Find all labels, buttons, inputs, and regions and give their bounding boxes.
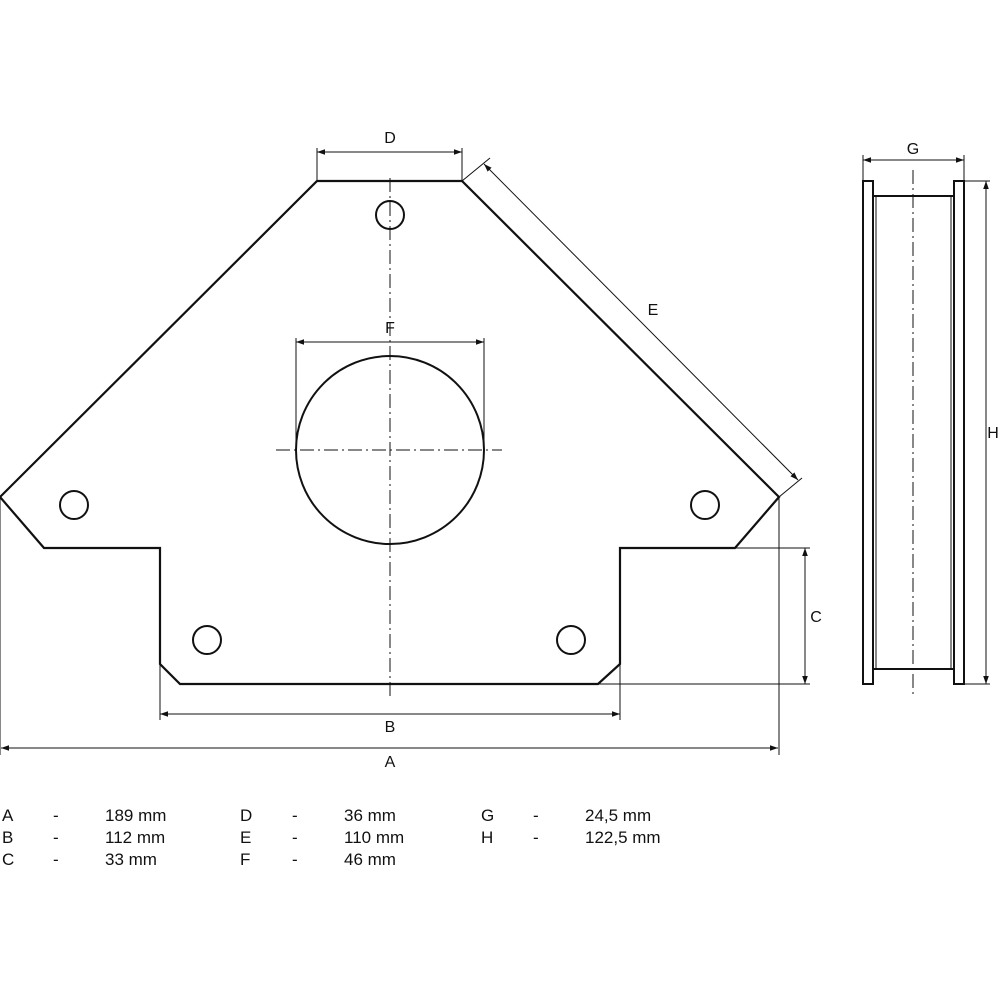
- spec-value: 189 mm: [105, 806, 167, 825]
- side-view: [862, 155, 990, 695]
- spec-letter: D: [240, 806, 253, 825]
- spec-dash: -: [533, 828, 539, 847]
- spec-dash: -: [533, 806, 539, 825]
- label-c: C: [810, 609, 822, 626]
- label-f: F: [385, 320, 395, 337]
- dimension-labels: D F E C B A G H: [384, 130, 999, 771]
- spec-letter: H: [481, 828, 494, 847]
- label-b: B: [385, 719, 396, 736]
- side-plate-left: [862, 180, 874, 685]
- spec-dash: -: [53, 806, 59, 825]
- spec-dash: -: [292, 850, 298, 869]
- spec-dash: -: [292, 806, 298, 825]
- spec-letter: E: [240, 828, 252, 847]
- spec-dash: -: [53, 850, 59, 869]
- dim-e-line: [483, 163, 799, 481]
- spec-value: 33 mm: [105, 850, 157, 869]
- front-view: [0, 178, 781, 700]
- spec-value: 46 mm: [344, 850, 396, 869]
- spec-value: 112 mm: [105, 828, 166, 847]
- mounting-hole-bottom-left: [192, 625, 222, 655]
- label-a: A: [385, 754, 396, 771]
- side-plate-right: [953, 180, 965, 685]
- label-e: E: [648, 302, 659, 319]
- mounting-hole-right: [690, 490, 720, 520]
- mounting-hole-top: [375, 200, 405, 230]
- dimension-lines: [0, 148, 810, 755]
- spec-value: 122,5 mm: [585, 828, 661, 847]
- label-d: D: [384, 130, 396, 147]
- spec-value: 110 mm: [344, 828, 405, 847]
- mounting-hole-left: [59, 490, 89, 520]
- spec-value: 36 mm: [344, 806, 396, 825]
- spec-letter: F: [240, 850, 251, 869]
- spec-letter: A: [2, 806, 14, 825]
- spec-dash: -: [292, 828, 298, 847]
- spec-letter: C: [2, 850, 15, 869]
- label-h: H: [987, 425, 999, 442]
- mounting-hole-bottom-right: [556, 625, 586, 655]
- label-g: G: [907, 141, 919, 158]
- spec-letter: G: [481, 806, 495, 825]
- spec-dash: -: [53, 828, 59, 847]
- spec-value: 24,5 mm: [585, 806, 652, 825]
- spec-letter: B: [2, 828, 14, 847]
